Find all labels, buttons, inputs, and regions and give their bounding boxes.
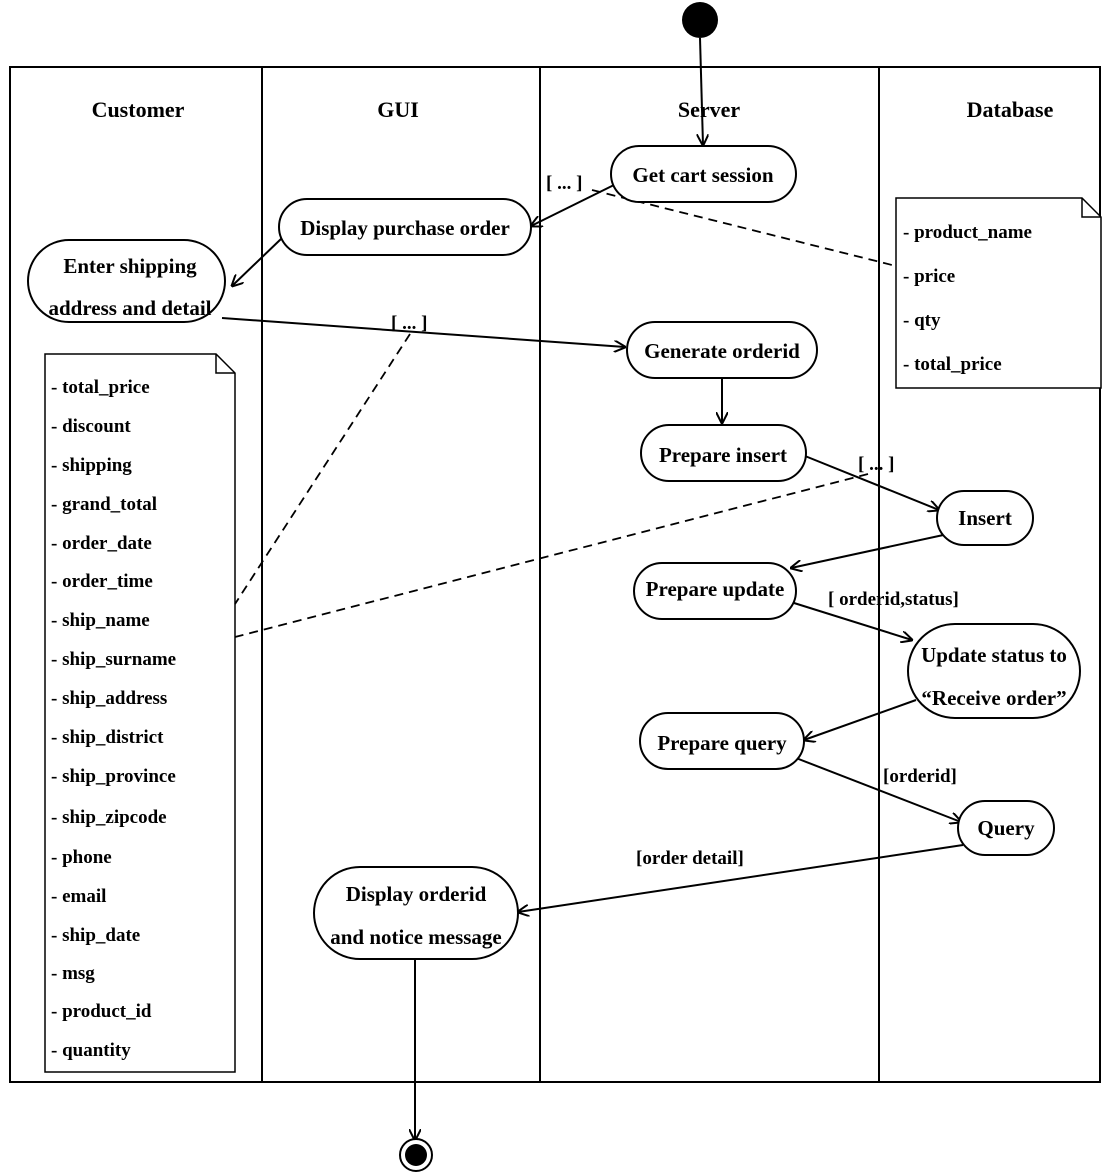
database-note bbox=[895, 197, 1102, 389]
activity-label: Update status to bbox=[921, 643, 1067, 667]
customer-note-item: - order_date bbox=[51, 533, 152, 554]
activity-label: Prepare query bbox=[657, 731, 787, 755]
flow-get-cart-to-display-po bbox=[531, 181, 621, 226]
customer-note-item: - shipping bbox=[51, 455, 132, 476]
database-note-item: - price bbox=[903, 266, 955, 287]
flow-prepare-update-to-update-status bbox=[793, 602, 912, 640]
activity-prepare-update: Prepare update bbox=[633, 562, 797, 620]
customer-note-item: - email bbox=[51, 886, 106, 907]
customer-note-item: - ship_zipcode bbox=[51, 807, 167, 828]
lane-header-database: Database bbox=[967, 97, 1054, 122]
activity-get-cart-session: Get cart session bbox=[610, 145, 797, 203]
flow-insert-to-prepare-update bbox=[791, 533, 949, 568]
activity-label: Enter shipping bbox=[63, 254, 197, 278]
flow-query-to-display-orderid bbox=[518, 844, 964, 912]
flow-enter-ship-to-generate bbox=[221, 317, 625, 347]
customer-note-item: - discount bbox=[51, 416, 131, 437]
activity-display-purchase-order: Display purchase order bbox=[278, 198, 532, 256]
end-node bbox=[405, 1144, 427, 1166]
guard-ship: [ ... ] bbox=[391, 313, 427, 334]
customer-note-item: - product_id bbox=[51, 1001, 152, 1022]
activity-label: Generate orderid bbox=[644, 339, 800, 363]
activity-prepare-query: Prepare query bbox=[639, 712, 805, 770]
customer-note-item: - grand_total bbox=[51, 494, 157, 515]
swimlane-frame bbox=[9, 66, 1101, 1083]
flow-update-status-to-prepare-query bbox=[804, 699, 917, 740]
guard-detail: [order detail] bbox=[636, 848, 744, 869]
start-node bbox=[682, 2, 718, 38]
flow-prepare-insert-to-insert bbox=[804, 455, 939, 510]
activity-label: Query bbox=[977, 816, 1035, 840]
activity-label: Prepare update bbox=[646, 577, 785, 601]
activity-label: Insert bbox=[958, 506, 1012, 530]
guard-update: [ orderid,status] bbox=[828, 589, 959, 610]
note-fold bbox=[1081, 198, 1101, 218]
guard-insert: [ ... ] bbox=[858, 454, 894, 475]
database-note-item: - qty bbox=[903, 310, 941, 331]
customer-note-item: - ship_name bbox=[51, 610, 150, 631]
flow-start-to-get-cart bbox=[700, 37, 703, 145]
note-fold bbox=[215, 354, 235, 374]
database-note-item: - total_price bbox=[903, 354, 1002, 375]
lane-header-gui: GUI bbox=[377, 97, 419, 122]
activity-label: Display purchase order bbox=[300, 216, 510, 240]
database-note-item: - product_name bbox=[903, 222, 1032, 243]
activity-insert: Insert bbox=[936, 490, 1034, 546]
customer-note-item: - ship_district bbox=[51, 727, 164, 748]
activity-label: “Receive order” bbox=[921, 686, 1066, 710]
activity-prepare-insert: Prepare insert bbox=[640, 424, 807, 482]
flow-prepare-query-to-query bbox=[795, 757, 961, 822]
customer-note-item: - order_time bbox=[51, 571, 153, 592]
note-link-ship bbox=[234, 333, 411, 605]
activity-label: Prepare insert bbox=[659, 443, 787, 467]
customer-note-item: - ship_address bbox=[51, 688, 167, 709]
activity-generate-orderid: Generate orderid bbox=[626, 321, 818, 379]
note-link-insert bbox=[234, 473, 869, 638]
activity-label: Get cart session bbox=[632, 163, 773, 187]
customer-note-item: - ship_surname bbox=[51, 649, 176, 670]
customer-note-item: - ship_date bbox=[51, 925, 140, 946]
customer-note-items: - total_price - discount - shipping - gr… bbox=[51, 377, 176, 1061]
lane-header-server: Server bbox=[678, 97, 741, 122]
activity-enter-shipping-address: Enter shipping address and detail bbox=[27, 239, 226, 323]
customer-note-item: - ship_province bbox=[51, 766, 176, 787]
activity-query: Query bbox=[957, 800, 1055, 856]
lane-header-customer: Customer bbox=[92, 97, 185, 122]
customer-note-item: - msg bbox=[51, 963, 95, 984]
customer-note-item: - quantity bbox=[51, 1040, 131, 1061]
activity-label: and notice message bbox=[330, 925, 502, 949]
activity-label: Display orderid bbox=[346, 882, 487, 906]
flow-display-po-to-enter-ship bbox=[232, 237, 283, 286]
activity-display-orderid: Display orderid and notice message bbox=[313, 866, 519, 960]
customer-note-item: - phone bbox=[51, 847, 112, 868]
guard-cart: [ ... ] bbox=[546, 173, 582, 194]
customer-note-item: - total_price bbox=[51, 377, 150, 398]
guard-query: [orderid] bbox=[883, 766, 957, 787]
customer-note bbox=[44, 353, 236, 1073]
activity-update-status: Update status to “Receive order” bbox=[907, 623, 1081, 719]
activity-label: address and detail bbox=[49, 296, 212, 320]
